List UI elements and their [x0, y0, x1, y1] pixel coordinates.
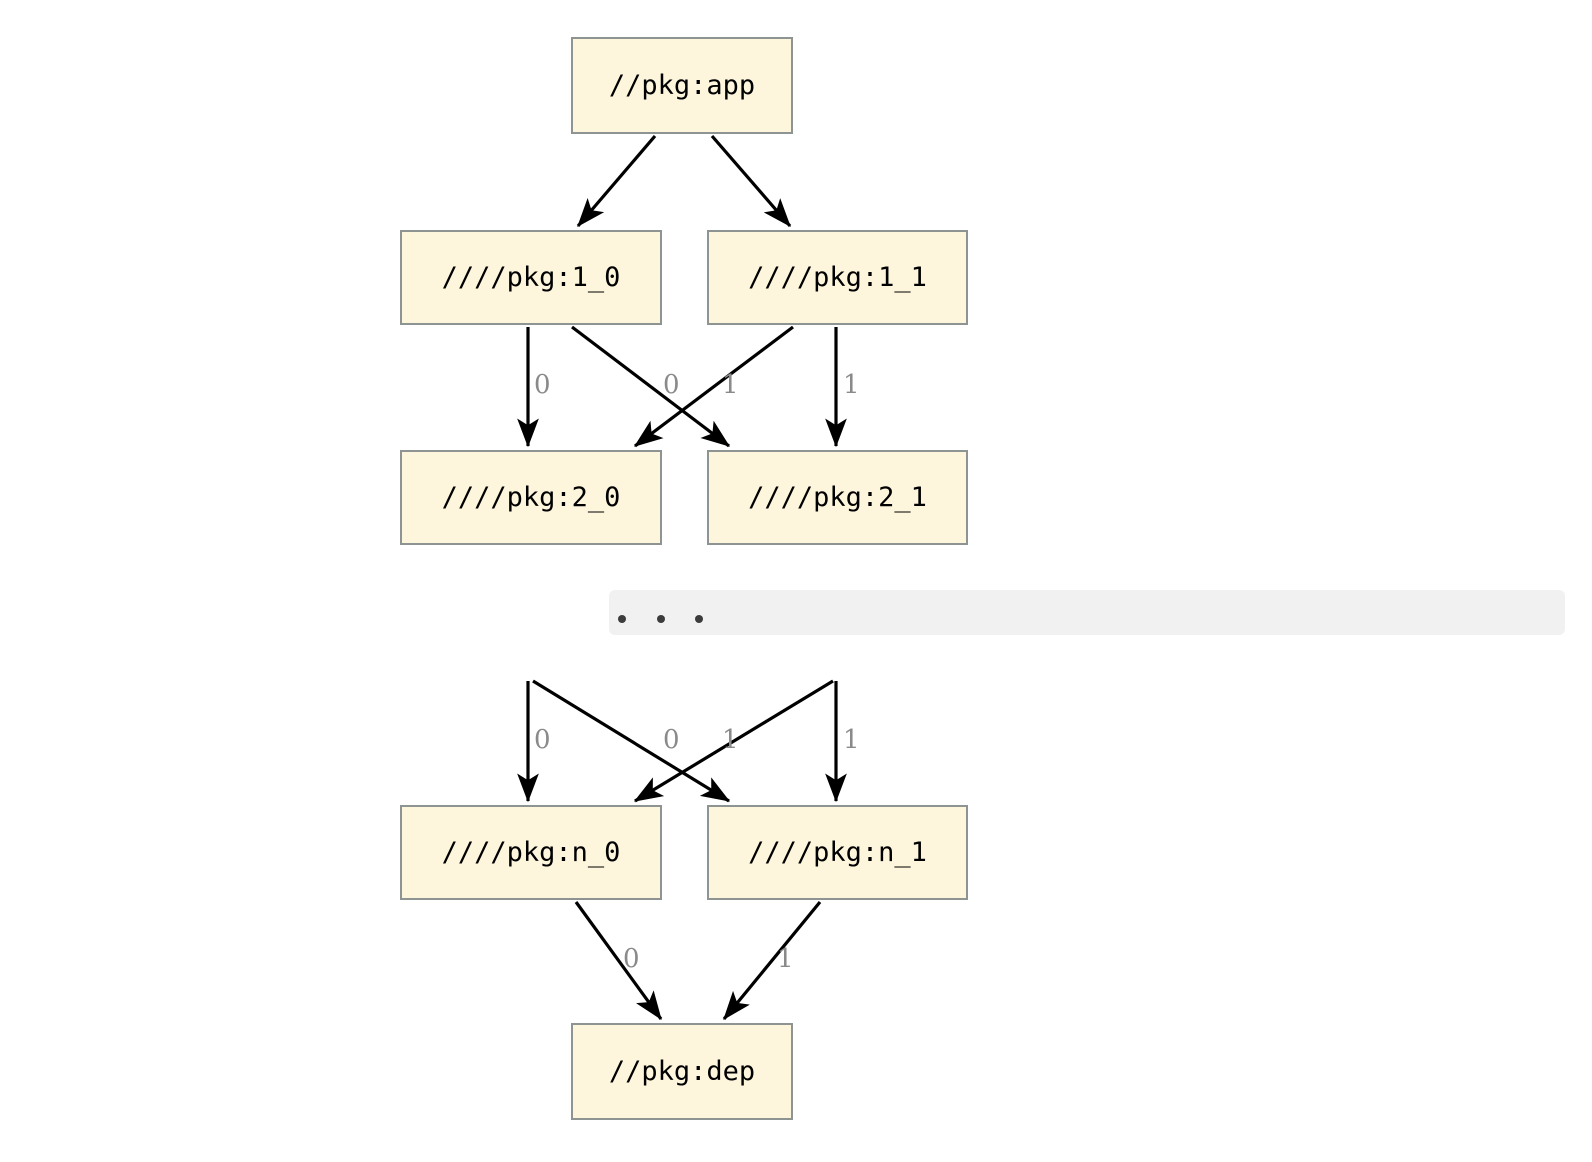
edge-label: 0 [534, 725, 551, 755]
edge-app-to-n1_0 [576, 134, 657, 228]
edge-app-to-n1_1 [710, 134, 792, 228]
edge-elided-1-to-nn_0 [633, 679, 834, 803]
edge-label: 0 [534, 370, 551, 400]
node-label: ////pkg:2_1 [748, 482, 927, 513]
edge-label: 0 [663, 725, 680, 755]
edge-group [517, 134, 847, 1021]
edge-nn_1-to-dep [722, 900, 822, 1021]
edge-label: 0 [623, 944, 640, 974]
node-label: ////pkg:n_0 [441, 837, 621, 868]
node-pkg-app[interactable]: //pkg:app [571, 37, 793, 134]
elided-levels-band [609, 590, 1565, 635]
edge-elided-0-to-nn_1 [532, 679, 731, 803]
node-label: //pkg:app [608, 70, 756, 101]
ellipsis-dot [618, 615, 626, 623]
edge-label: 1 [843, 725, 860, 755]
node-label: ////pkg:n_1 [748, 837, 927, 868]
node-pkg-dep[interactable]: //pkg:dep [571, 1023, 793, 1120]
node-pkg-2-1[interactable]: ////pkg:2_1 [707, 450, 968, 545]
edge-label: 1 [722, 725, 739, 755]
ellipsis-dot [657, 615, 665, 623]
edge-label: 0 [663, 370, 680, 400]
ellipsis-dot [695, 615, 703, 623]
node-label: //pkg:dep [608, 1056, 756, 1087]
node-pkg-1-1[interactable]: ////pkg:1_1 [707, 230, 968, 325]
node-pkg-n-1[interactable]: ////pkg:n_1 [707, 805, 968, 900]
node-pkg-1-0[interactable]: ////pkg:1_0 [400, 230, 662, 325]
edge-n1_1-to-n2_0 [633, 325, 794, 448]
edge-label: 1 [777, 944, 794, 974]
edge-nn_0-to-dep [574, 901, 663, 1021]
edge-label: 1 [843, 370, 860, 400]
node-pkg-n-0[interactable]: ////pkg:n_0 [400, 805, 662, 900]
edge-n1_0-to-n2_1 [571, 325, 731, 448]
node-label: ////pkg:1_1 [748, 262, 927, 293]
node-label: ////pkg:1_0 [441, 262, 621, 293]
edge-label: 1 [722, 370, 739, 400]
node-pkg-2-0[interactable]: ////pkg:2_0 [400, 450, 662, 545]
node-label: ////pkg:2_0 [441, 482, 621, 513]
